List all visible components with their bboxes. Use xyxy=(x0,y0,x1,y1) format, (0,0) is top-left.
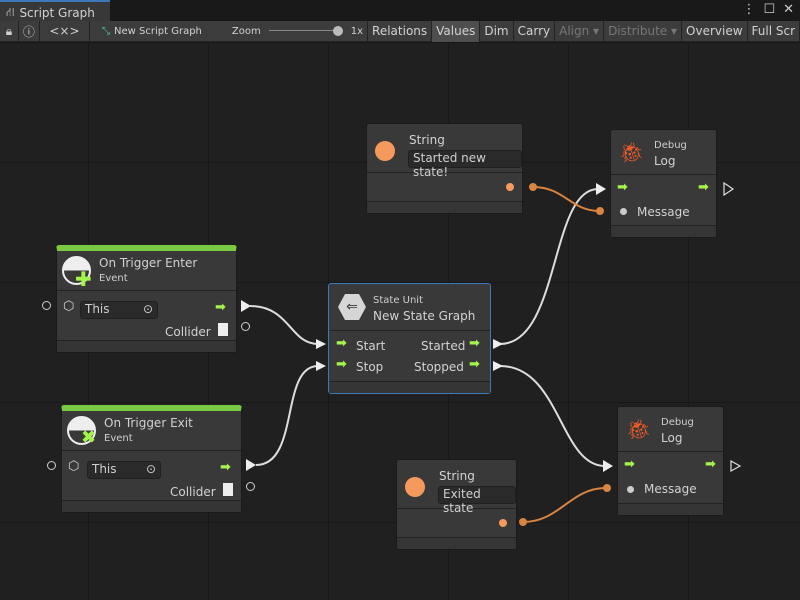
node-title: New State Graph xyxy=(373,309,476,323)
bug-icon: 🐞︎ xyxy=(626,417,652,441)
overview-button[interactable]: Overview xyxy=(682,20,748,42)
flow-input-icon: ➡ xyxy=(624,457,635,472)
string-value-input[interactable]: Exited state xyxy=(438,486,516,515)
cube-icon: ⬡ xyxy=(63,299,75,314)
stop-port-label: Stop xyxy=(356,360,384,374)
carry-button[interactable]: Carry xyxy=(514,20,556,42)
flow-output-icon: ➡ xyxy=(215,300,226,315)
output-port[interactable] xyxy=(506,183,514,191)
node-on-trigger-enter[interactable]: ✚ On Trigger Enter Event ⬡ This⊙ ➡ Colli… xyxy=(56,245,237,353)
collider-port[interactable] xyxy=(246,482,255,491)
string-icon xyxy=(405,477,425,497)
flow-output-icon: ➡ xyxy=(705,457,716,472)
trigger-exit-icon xyxy=(67,416,96,445)
node-subtitle: Event xyxy=(104,433,133,444)
bug-icon: 🐞︎ xyxy=(619,140,645,164)
node-string-exited[interactable]: String Exited state xyxy=(396,459,517,550)
flow-output-icon: ➡ xyxy=(220,460,231,475)
node-subtitle: State Unit xyxy=(373,295,424,306)
node-on-trigger-exit[interactable]: ✖ On Trigger Exit Event ⬡ This⊙ ➡ Collid… xyxy=(61,405,242,513)
output-port[interactable] xyxy=(499,519,507,527)
code-button[interactable]: <×> xyxy=(40,20,91,42)
node-subtitle: Debug xyxy=(654,140,687,151)
collider-port[interactable] xyxy=(241,322,250,331)
node-state-unit[interactable]: ⇐ State Unit New State Graph ➡ Start Sta… xyxy=(328,283,491,394)
distribute-dropdown[interactable]: Distribute ▾ xyxy=(604,20,683,42)
node-string-started[interactable]: String Started new state! xyxy=(366,123,523,214)
dim-button[interactable]: Dim xyxy=(480,20,514,42)
target-field[interactable]: This⊙ xyxy=(80,301,158,319)
message-port-dot xyxy=(620,208,627,215)
zoom-value: 1x xyxy=(350,25,364,37)
target-field[interactable]: This⊙ xyxy=(87,461,161,479)
node-title: Log xyxy=(661,431,683,445)
node-debug-log-1[interactable]: 🐞︎ Debug Log ➡ ➡ Message xyxy=(610,129,717,238)
message-port-dot xyxy=(627,486,634,493)
input-port[interactable] xyxy=(47,461,56,470)
lock-icon[interactable]: 🔒︎ xyxy=(0,20,19,42)
node-title: On Trigger Enter xyxy=(99,256,198,270)
string-value-input[interactable]: Started new state! xyxy=(408,150,522,179)
cube-icon: ⬡ xyxy=(68,459,80,474)
node-title: String xyxy=(439,469,475,483)
state-unit-icon: ⇐ xyxy=(338,294,366,320)
zoom-label: Zoom xyxy=(231,25,261,37)
node-title: Log xyxy=(654,154,676,168)
zoom-slider[interactable] xyxy=(268,26,343,36)
close-icon[interactable]: ✕ xyxy=(783,2,794,17)
string-icon xyxy=(375,141,395,161)
flow-input-icon: ➡ xyxy=(336,336,347,351)
maximize-icon[interactable]: ☐ xyxy=(763,2,776,17)
x-icon: ✖ xyxy=(81,427,97,448)
node-debug-log-2[interactable]: 🐞︎ Debug Log ➡ ➡ Message xyxy=(617,406,724,516)
object-picker-icon: ⊙ xyxy=(142,302,153,316)
flow-output-icon: ➡ xyxy=(469,357,480,372)
document-icon xyxy=(223,483,233,496)
message-label: Message xyxy=(637,205,690,219)
started-port-label: Started xyxy=(421,339,466,353)
start-port-label: Start xyxy=(356,339,386,353)
collider-label: Collider xyxy=(165,325,211,339)
more-icon[interactable]: ⋮ xyxy=(742,2,756,17)
flow-input-icon: ➡ xyxy=(336,357,347,372)
node-title: String xyxy=(409,133,445,147)
collider-label: Collider xyxy=(170,485,216,499)
info-icon[interactable]: ⓘ xyxy=(19,20,40,42)
plus-icon: ✚ xyxy=(75,267,92,291)
node-subtitle: Debug xyxy=(661,417,694,428)
object-picker-icon: ⊙ xyxy=(145,462,156,476)
toolbar: 🔒︎ ⓘ <×> ⤡ New Script Graph Zoom 1x Rela… xyxy=(0,20,800,42)
values-button[interactable]: Values xyxy=(432,20,481,42)
document-icon xyxy=(218,323,228,336)
flow-output-icon: ➡ xyxy=(698,180,709,195)
hierarchy-icon: ⛙ xyxy=(6,4,15,19)
full-screen-button[interactable]: Full Scr xyxy=(748,20,800,42)
trigger-enter-icon xyxy=(62,256,91,285)
flow-input-icon: ➡ xyxy=(617,180,628,195)
stopped-port-label: Stopped xyxy=(414,360,464,374)
graph-name[interactable]: New Script Graph xyxy=(114,25,202,37)
node-subtitle: Event xyxy=(99,273,128,284)
graph-icon: ⤡ xyxy=(102,25,111,37)
input-port[interactable] xyxy=(42,301,51,310)
tab-bar: ⛙Script Graph ⋮ ☐ ✕ xyxy=(0,0,800,21)
flow-output-icon: ➡ xyxy=(469,336,480,351)
node-title: On Trigger Exit xyxy=(104,416,193,430)
message-label: Message xyxy=(644,482,697,496)
relations-button[interactable]: Relations xyxy=(368,20,433,42)
tab-script-graph[interactable]: ⛙Script Graph xyxy=(0,0,110,21)
align-dropdown[interactable]: Align ▾ xyxy=(555,20,605,42)
